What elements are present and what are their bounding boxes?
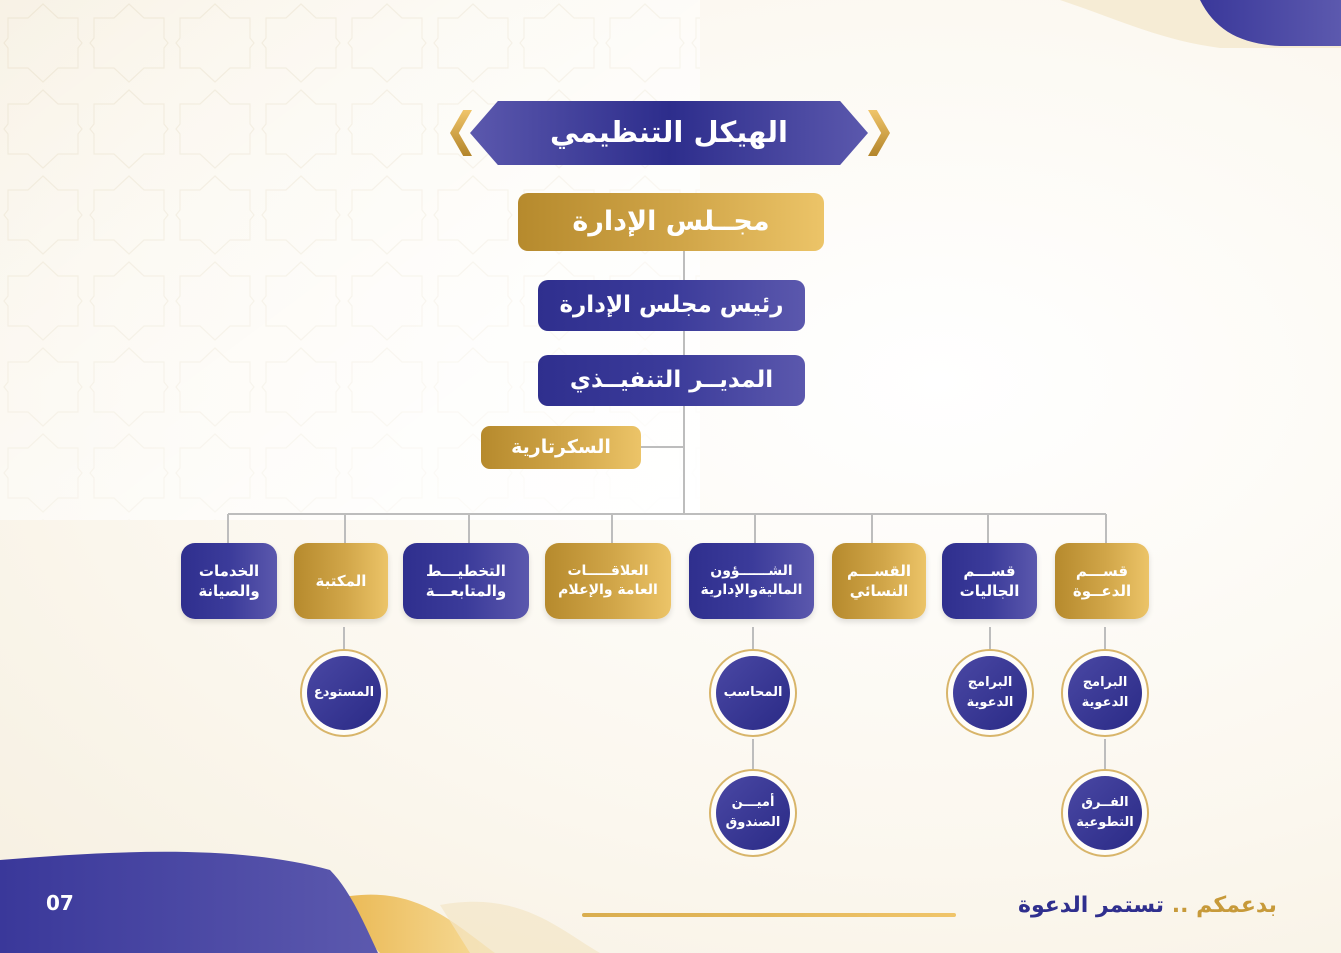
unit-accountant-label: المحاسب	[716, 656, 790, 730]
slogan-gold-part: بدعمكم ..	[1171, 893, 1277, 918]
page-number: 07	[46, 891, 74, 915]
dept-library: المكتبة	[294, 543, 388, 619]
board-of-directors-box: مجــلس الإدارة	[518, 193, 824, 251]
unit-treasurer: أميـــن الصندوق	[709, 769, 797, 857]
dept-finance-admin: الشــــــؤون الماليةوالإدارية	[689, 543, 814, 619]
secretariat-box: السكرتارية	[481, 426, 641, 469]
dept-communities: قســـم الجاليات	[942, 543, 1037, 619]
footer-divider	[582, 913, 956, 917]
slogan-navy-part: تستمر الدعوة	[1018, 893, 1165, 918]
unit-communities-programs: البرامج الدعوية	[946, 649, 1034, 737]
unit-dawah-programs: البرامج الدعوية	[1061, 649, 1149, 737]
dept-dawah: قســـم الدعــوة	[1055, 543, 1149, 619]
unit-volunteer-teams: الفــرق التطوعية	[1061, 769, 1149, 857]
unit-communities-programs-label: البرامج الدعوية	[953, 656, 1027, 730]
dept-services: الخدمات والصيانة	[181, 543, 277, 619]
unit-volunteer-teams-label: الفــرق التطوعية	[1068, 776, 1142, 850]
unit-warehouse: المستودع	[300, 649, 388, 737]
dept-planning: التخطيـــط والمتابعـــة	[403, 543, 529, 619]
executive-director-box: المديــر التنفيــذي	[538, 355, 805, 406]
chairman-box: رئيس مجلس الإدارة	[538, 280, 805, 331]
dept-public-relations: العلاقـــــات العامة والإعلام	[545, 543, 671, 619]
unit-dawah-programs-label: البرامج الدعوية	[1068, 656, 1142, 730]
unit-accountant: المحاسب	[709, 649, 797, 737]
page-title: الهيكل التنظيمي	[470, 101, 868, 165]
footer-slogan: بدعمكم .. تستمر الدعوة	[1018, 893, 1277, 918]
unit-treasurer-label: أميـــن الصندوق	[716, 776, 790, 850]
dept-women: القســـم النسائي	[832, 543, 926, 619]
unit-warehouse-label: المستودع	[307, 656, 381, 730]
